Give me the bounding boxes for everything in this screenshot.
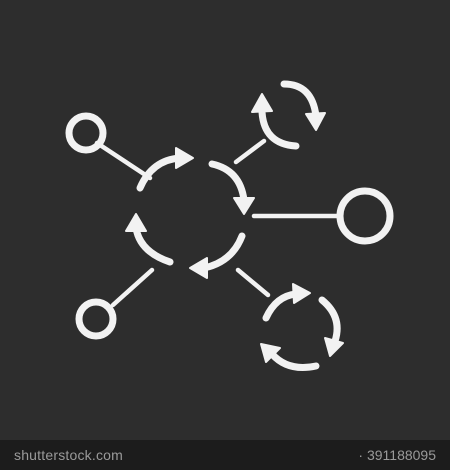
watermark-image-id: · 391188095	[358, 447, 436, 463]
connector-top-right	[233, 138, 267, 165]
connector-lines	[94, 138, 342, 308]
small-cycle-arrowhead-upper	[305, 112, 326, 131]
connector-top-left	[94, 140, 153, 181]
node-circle-right	[336, 187, 394, 245]
watermark-site: shutterstock.com	[14, 447, 124, 463]
central-arc-right	[208, 160, 248, 204]
small-cycle-arc-upper	[280, 80, 320, 120]
small-cycle-arc-lower	[258, 108, 300, 150]
watermark-strip: shutterstock.com · 391188095	[0, 440, 450, 470]
central-arc-left	[132, 224, 174, 266]
bottom-cycle-arc-right	[318, 296, 341, 348]
bottom-cycle-arc-top	[262, 290, 300, 322]
central-cycle-arrows	[125, 147, 255, 279]
cycle-bottom-right	[260, 283, 344, 371]
central-arrowhead-top	[175, 147, 194, 169]
bottom-cycle-arrowhead-bottom	[260, 343, 281, 363]
central-arrowhead-left	[125, 213, 147, 232]
small-cycle-arrowhead-lower	[251, 93, 273, 113]
central-arrowhead-right	[233, 197, 255, 215]
small-cycle-top-right	[251, 80, 326, 150]
connector-bottom-left	[110, 267, 155, 308]
central-arc-top	[136, 154, 184, 192]
central-arc-bottom	[200, 232, 246, 272]
node-circle-top-left	[65, 112, 107, 154]
bottom-cycle-arc-bottom	[268, 350, 320, 371]
central-arrowhead-bottom	[189, 257, 208, 279]
bottom-cycle-arrowhead-top	[292, 283, 311, 304]
bottom-cycle-arrowhead-right	[324, 337, 344, 357]
node-circle-bottom-left	[75, 298, 117, 340]
connector-bottom-right	[235, 267, 271, 298]
